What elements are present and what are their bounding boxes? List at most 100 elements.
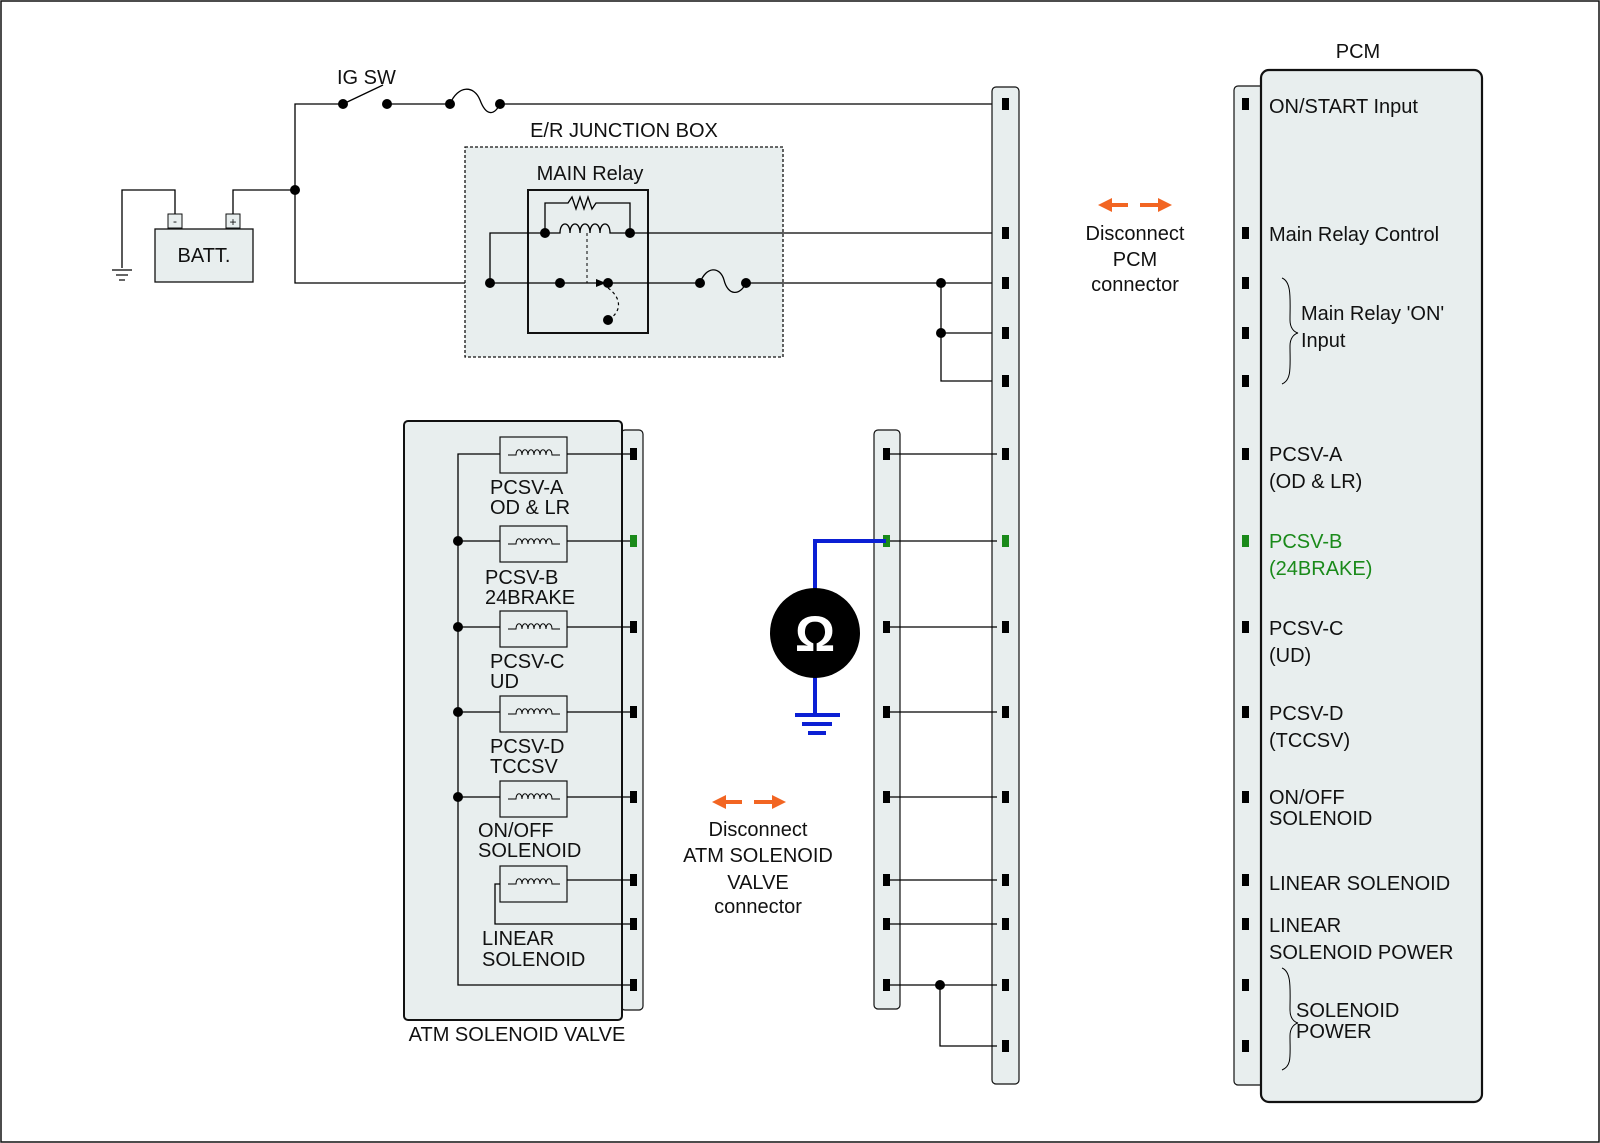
pcm-pin-label: ON/OFF	[1269, 787, 1345, 809]
atm-harness-pin	[883, 791, 890, 803]
pcm-pin	[1242, 874, 1249, 886]
atm-harness-pin	[883, 874, 890, 886]
ohmmeter-probe-wire	[813, 539, 886, 590]
er-junction-box: E/R JUNCTION BOX MAIN Relay	[464, 120, 997, 358]
pcm-disconnect-line-2: PCM	[1113, 249, 1157, 271]
harness-pin-list	[1002, 98, 1009, 1052]
pcm-pin	[1242, 277, 1249, 289]
harness-pin	[1002, 918, 1009, 930]
ohm-symbol: Ω	[795, 606, 835, 662]
coil-icon	[499, 436, 568, 474]
pcm-disconnect-callout: Disconnect PCM connector	[1086, 198, 1185, 296]
junction-dot	[453, 792, 463, 802]
coil-label: PCSV-A	[490, 477, 564, 499]
pcm-pin-label: Main Relay 'ON'	[1301, 303, 1444, 325]
harness-pin	[1002, 448, 1009, 460]
coil-icon	[499, 610, 568, 648]
atm-disconnect-line-2: ATM SOLENOID	[683, 845, 833, 867]
coil-icon	[499, 695, 568, 733]
atm-disconnect-line-3: VALVE	[727, 872, 789, 894]
battery-ground-wire	[121, 189, 176, 268]
main-relay-label: MAIN Relay	[537, 163, 644, 185]
solenoid-valve-pin	[630, 706, 637, 718]
pcm-pin	[1242, 535, 1249, 547]
coil-label: PCSV-C	[490, 651, 564, 673]
coil-label: OD & LR	[490, 497, 570, 519]
harness-pin	[1002, 621, 1009, 633]
coil-winding-icon	[508, 623, 560, 630]
pcm-pin-label: PCSV-C	[1269, 618, 1343, 640]
ohmmeter-ground-icon	[795, 713, 840, 735]
pcm-pin-label: PCSV-A	[1269, 444, 1343, 466]
pcm-pin	[1242, 1040, 1249, 1052]
pcm-pin	[1242, 979, 1249, 991]
ig-switch-label: IG SW	[337, 67, 396, 89]
pcm-pin-label: POWER	[1296, 1021, 1372, 1043]
pcm-pin-label: (24BRAKE)	[1269, 558, 1372, 580]
harness-pin	[1002, 277, 1009, 289]
battery-label: BATT.	[178, 245, 231, 267]
coil-winding-icon	[508, 878, 560, 885]
harness-pin	[1002, 874, 1009, 886]
linear-solenoid-power-wire	[494, 883, 632, 925]
atm-harness-pin	[883, 621, 890, 633]
coil-label: SOLENOID	[478, 840, 581, 862]
solenoid-common-wire	[457, 453, 632, 986]
harness-pin	[1002, 706, 1009, 718]
solenoid-power-branch	[939, 985, 997, 1047]
junction-box-label: E/R JUNCTION BOX	[530, 120, 718, 142]
harness-pin	[1002, 979, 1009, 991]
pcm-pin	[1242, 98, 1249, 110]
solenoid-valve-pin	[630, 918, 637, 930]
pcm-module: PCM	[1233, 41, 1484, 1104]
harness-pin	[1002, 375, 1009, 387]
battery-body	[154, 228, 254, 283]
pcm-pin	[1242, 227, 1249, 239]
coil-label: 24BRAKE	[485, 587, 575, 609]
brace-main-relay-on	[1281, 277, 1299, 385]
pcm-pin-label: Input	[1301, 330, 1346, 352]
harness-pin	[1002, 1040, 1009, 1052]
pcm-pin	[1242, 448, 1249, 460]
coil-winding-icon	[508, 449, 560, 456]
solenoid-valve-pin	[630, 621, 637, 633]
pcm-pin	[1242, 918, 1249, 930]
harness-pin	[1002, 327, 1009, 339]
battery: - + BATT.	[154, 213, 254, 283]
ig-feed-wire	[294, 103, 343, 190]
pcm-pin	[1242, 791, 1249, 803]
solenoid-valve-pin	[630, 979, 637, 991]
pcm-pin-label: ON/START Input	[1269, 96, 1418, 118]
pcm-body	[1259, 68, 1484, 1104]
pcm-disconnect-line-3: connector	[1091, 274, 1179, 296]
brace-solenoid-power	[1281, 967, 1299, 1071]
junction-dot	[453, 707, 463, 717]
pcm-pin	[1242, 375, 1249, 387]
harness-pin	[1002, 791, 1009, 803]
coil-winding-icon	[508, 793, 560, 800]
battery-positive-wire	[232, 189, 295, 214]
coil-label: PCSV-B	[485, 567, 558, 589]
pcm-pin-label: (OD & LR)	[1269, 471, 1362, 493]
atm-harness-pin	[883, 535, 890, 547]
pcm-disconnect-line-1: Disconnect	[1086, 223, 1185, 245]
pcm-pin-label: Main Relay Control	[1269, 224, 1439, 246]
ohmmeter-icon	[770, 588, 860, 678]
ohmmeter: Ω	[770, 539, 886, 735]
solenoid-valve-title: ATM SOLENOID VALVE	[409, 1024, 626, 1046]
main-relay-box	[527, 189, 649, 334]
pcm-pin-label: LINEAR SOLENOID	[1269, 873, 1450, 895]
coil-label: UD	[490, 671, 519, 693]
pcm-pin-label: SOLENOID POWER	[1269, 942, 1453, 964]
pcm-pin-label: SOLENOID	[1296, 1000, 1399, 1022]
coil-icon	[499, 780, 568, 818]
harness-pin	[1002, 98, 1009, 110]
atm-harness-connector[interactable]	[873, 429, 901, 1010]
coil-label: PCSV-D	[490, 736, 564, 758]
coil-winding-icon	[508, 538, 560, 545]
atm-disconnect-line-4: connector	[714, 896, 802, 918]
pcm-harness-connector[interactable]	[991, 86, 1020, 1085]
pcm-pin	[1242, 327, 1249, 339]
